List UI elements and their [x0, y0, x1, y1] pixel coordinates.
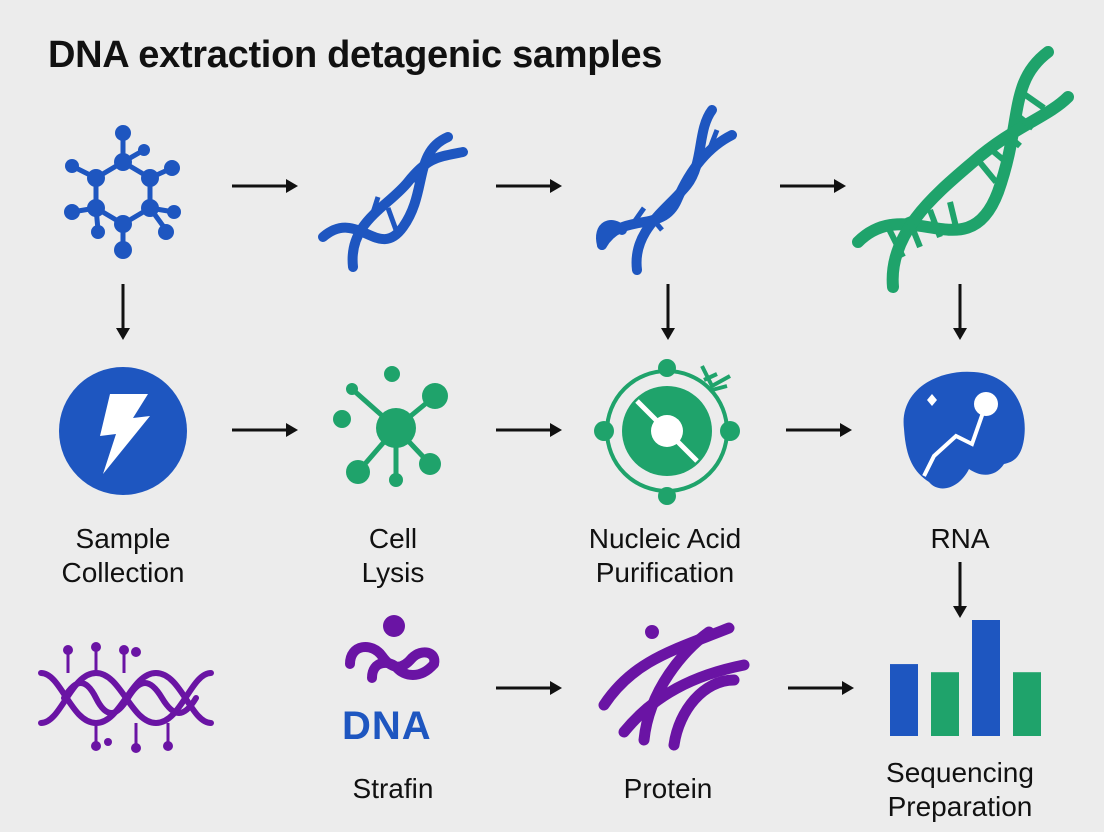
bar-chart-bar	[1013, 672, 1041, 736]
bar-chart-icon	[888, 618, 1048, 738]
dna-helix-green-icon	[848, 42, 1078, 293]
purple-chain-icon	[36, 638, 216, 753]
arrow-right-2	[494, 176, 564, 196]
arrow-right-5	[494, 420, 564, 440]
label-sequencing-preparation: Sequencing Preparation	[850, 756, 1070, 824]
bar-chart-bar	[972, 620, 1000, 736]
page-title: DNA extraction detagenic samples	[48, 34, 663, 76]
label-line: Protein	[623, 773, 713, 804]
label-rna: RNA	[880, 522, 1040, 556]
arrow-down-3	[950, 282, 970, 344]
label-line: Sample	[75, 523, 171, 554]
dna-helix-blue-icon	[318, 112, 468, 272]
label-line: Strafin	[352, 773, 434, 804]
cell-molecule-icon	[330, 364, 460, 494]
label-nucleic-acid-purification: Nucleic Acid Purification	[545, 522, 785, 590]
brain-head-icon	[894, 364, 1034, 499]
strafin-figure-icon	[342, 612, 442, 692]
arrow-down-2	[658, 282, 678, 344]
arrow-right-7	[494, 678, 564, 698]
label-line: Lysis	[361, 557, 425, 588]
bar-chart-bar	[890, 664, 918, 736]
label-cell-lysis: Cell Lysis	[293, 522, 493, 590]
arrow-right-6	[784, 420, 854, 440]
label-line: Preparation	[887, 791, 1033, 822]
arrow-right-1	[230, 176, 300, 196]
dna-helix-blue-broken-icon	[592, 100, 752, 280]
label-sample-collection: Sample Collection	[23, 522, 223, 590]
arrow-right-8	[786, 678, 856, 698]
label-strafin: Strafin	[293, 772, 493, 806]
label-line: Collection	[61, 557, 185, 588]
arrow-down-4	[950, 560, 970, 622]
label-line: Nucleic Acid	[588, 523, 742, 554]
label-line: Cell	[368, 523, 418, 554]
arrow-right-3	[778, 176, 848, 196]
arrow-right-4	[230, 420, 300, 440]
label-line: Purification	[595, 557, 735, 588]
bar-chart-bar	[931, 672, 959, 736]
protein-ribbon-icon	[594, 620, 754, 751]
molecule-network-icon	[60, 120, 190, 260]
label-line: RNA	[930, 523, 990, 554]
purification-ring-icon	[592, 356, 752, 506]
arrow-down-1	[113, 282, 133, 344]
label-line: Sequencing	[886, 757, 1034, 788]
lightning-circle-icon	[58, 366, 188, 496]
dna-text: DNA	[342, 704, 432, 748]
label-protein: Protein	[568, 772, 768, 806]
